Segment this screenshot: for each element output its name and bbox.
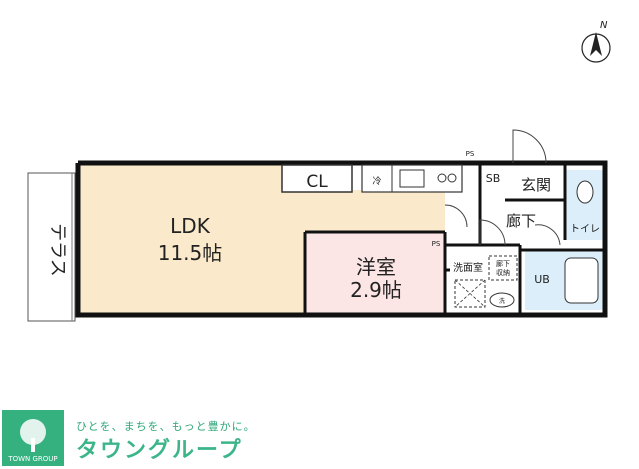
- ps-mid-label: PS: [432, 240, 441, 248]
- terrace-outline: [27, 172, 76, 322]
- bath-label: UB: [534, 273, 550, 286]
- storage-box: [488, 255, 518, 281]
- ldk-size-label: 11.5帖: [158, 241, 223, 265]
- closet-outline: [281, 164, 353, 193]
- washer-label: 洗: [499, 297, 505, 305]
- washer-pan: [454, 279, 486, 308]
- walls: [75, 160, 608, 318]
- fridge-label: 冷: [372, 175, 381, 187]
- entrance-label: 玄関: [521, 176, 551, 194]
- toilet-fixture: [576, 180, 594, 204]
- terrace-label: テラス: [47, 223, 68, 277]
- kitchen-fill: [305, 190, 445, 232]
- storage-label-line2: 収納: [496, 268, 510, 277]
- shoe-box-label: SB: [486, 172, 501, 185]
- western-room-fill: [305, 232, 445, 315]
- tree-icon: [20, 419, 46, 452]
- western-room-name-label: 洋室: [356, 255, 396, 279]
- brand-logo: TOWN GROUP: [2, 410, 64, 466]
- brand-tagline: ひとを、まちを、もっと豊かに。: [76, 420, 256, 433]
- closet-label: CL: [306, 172, 328, 192]
- door-swings: [444, 129, 561, 246]
- compass-north-label: N: [600, 20, 608, 31]
- storage-label-line1: 廊下: [496, 259, 510, 268]
- brand-name: タウングループ: [76, 438, 243, 463]
- compass-icon: [581, 32, 611, 63]
- western-room-size-label: 2.9帖: [350, 278, 402, 302]
- corridor-label: 廊下: [506, 212, 536, 230]
- ps-top-label: PS: [466, 150, 475, 158]
- brand-logo-text: TOWN GROUP: [8, 455, 58, 463]
- washroom-label: 洗面室: [453, 261, 483, 274]
- wash-basin: [489, 292, 515, 308]
- ldk-fill: [80, 165, 305, 315]
- inner-walls: [303, 163, 605, 315]
- toilet-label: トイレ: [570, 224, 600, 235]
- bathtub: [564, 257, 599, 304]
- ldk-name-label: LDK: [170, 214, 211, 238]
